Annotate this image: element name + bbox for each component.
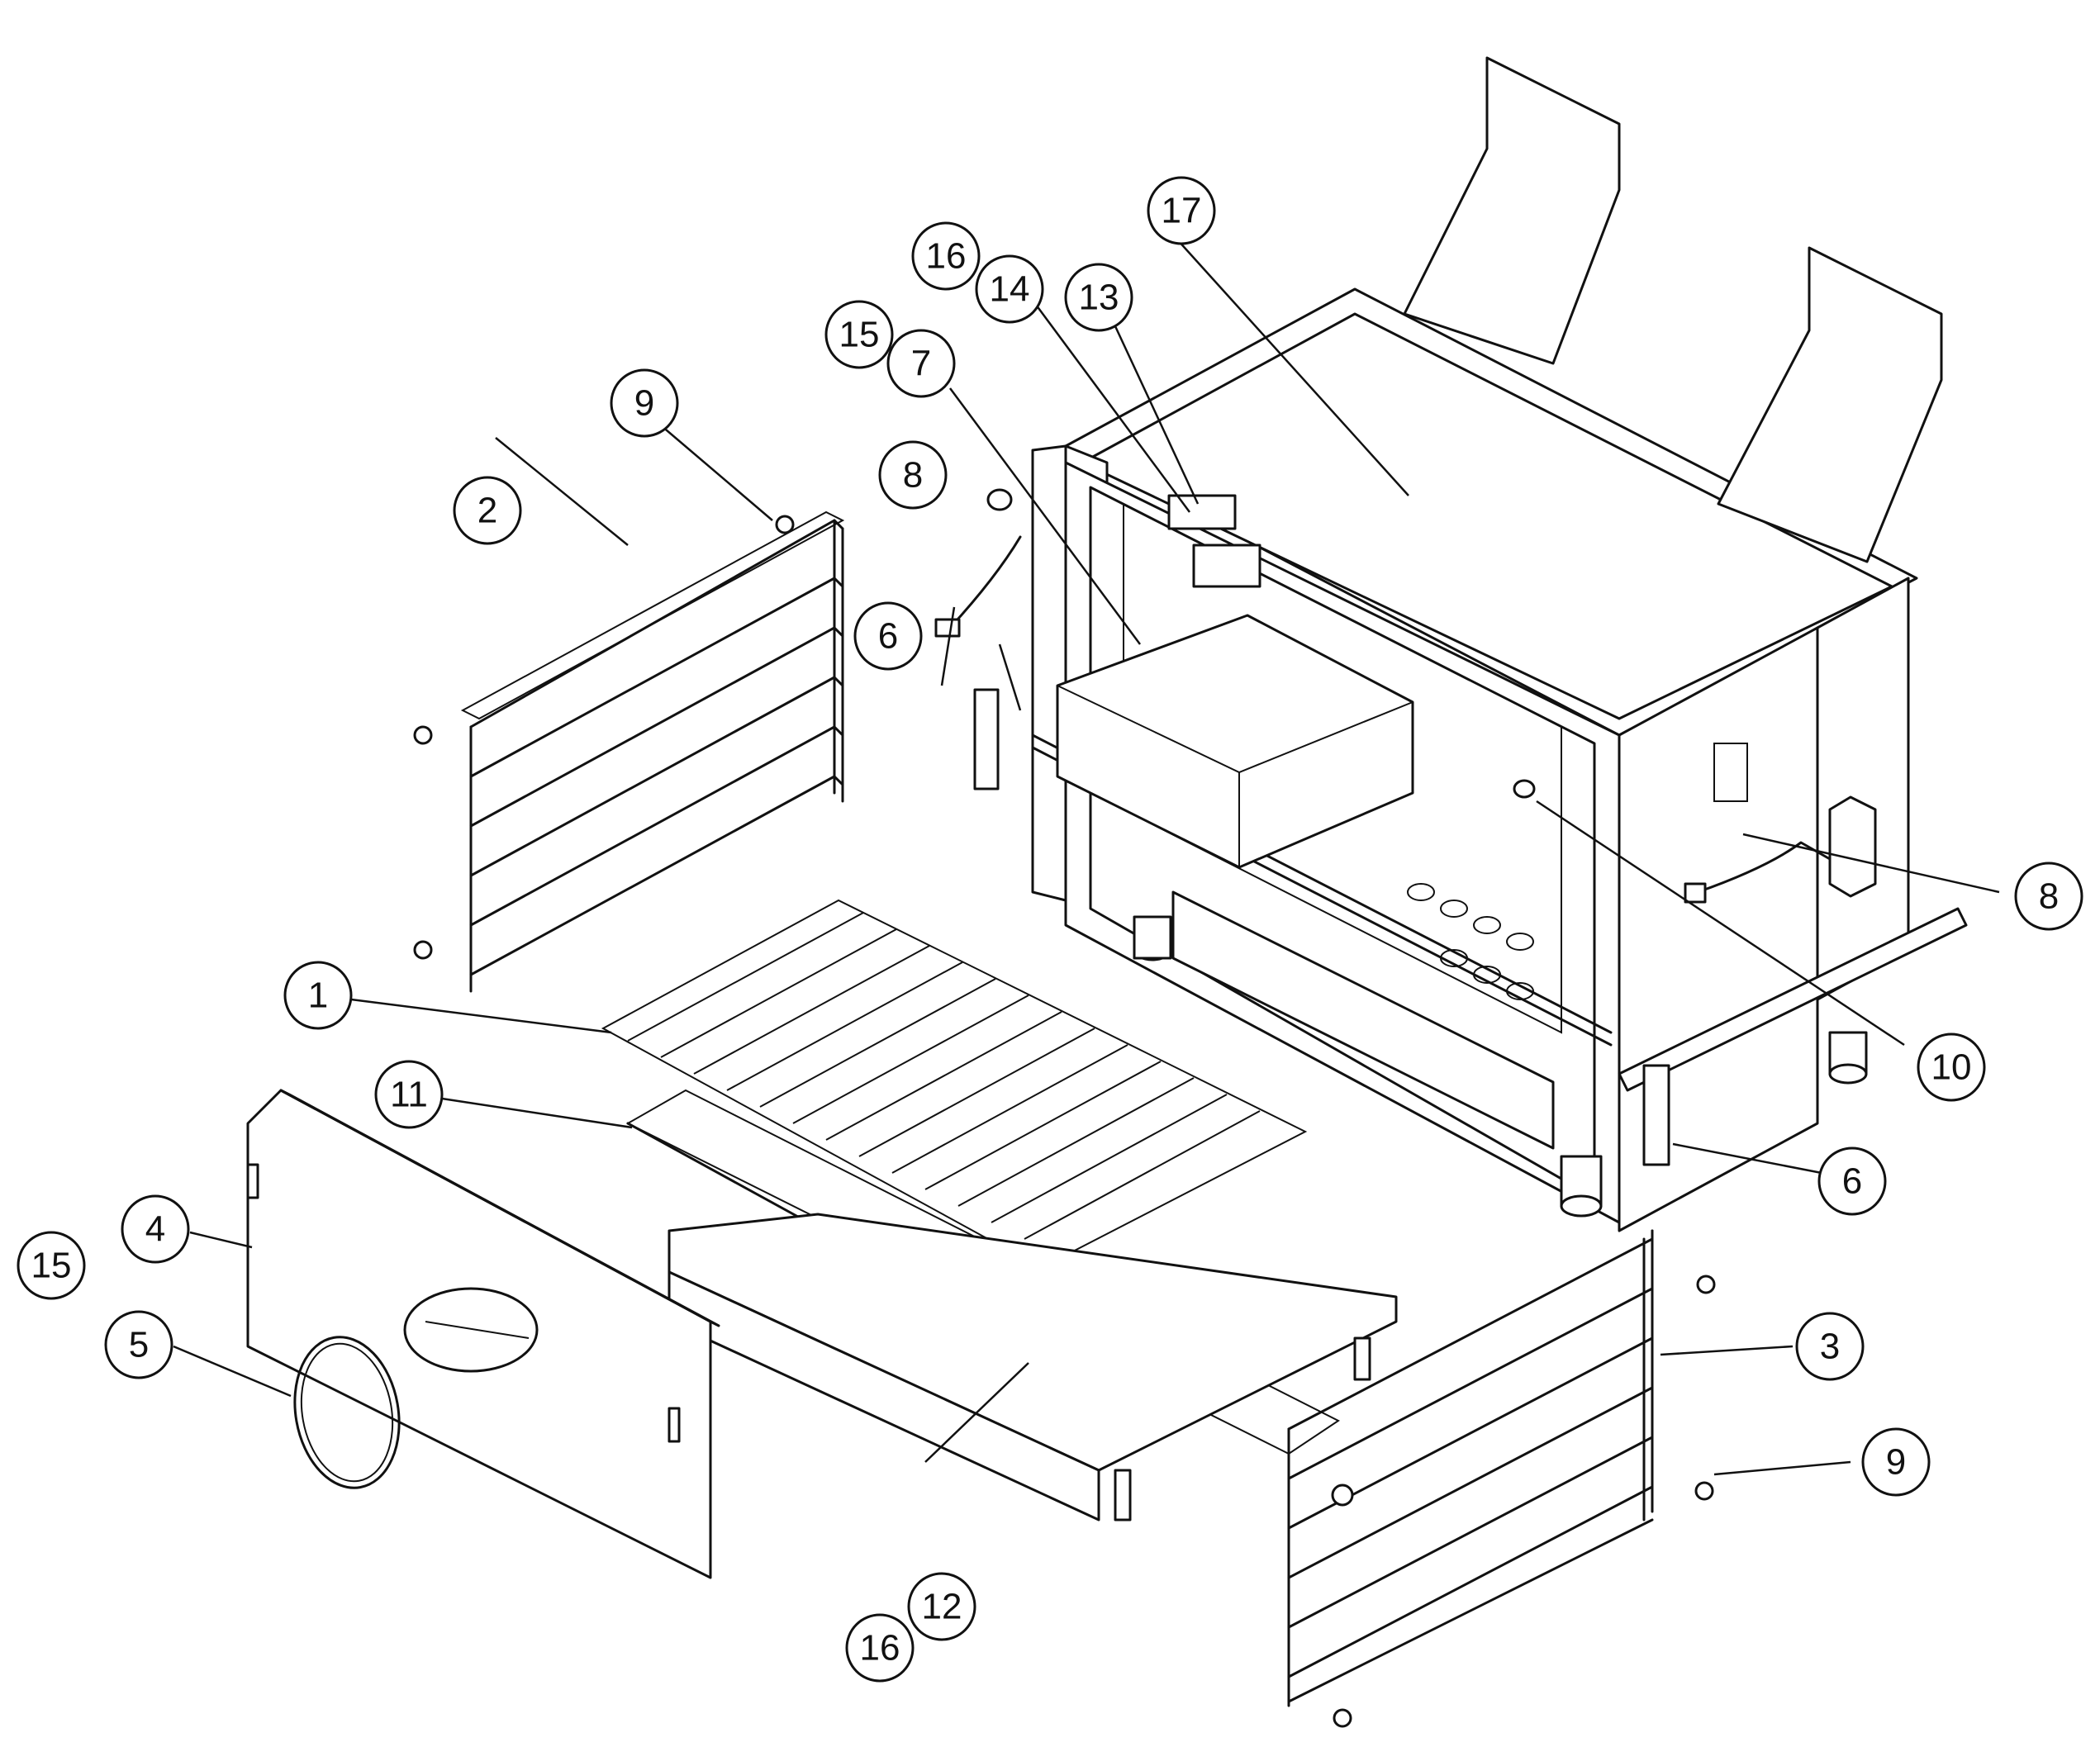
callout-8-right-label: 8: [2039, 876, 2059, 917]
callout-2-label: 2: [477, 491, 497, 531]
callout-1: 1: [283, 961, 353, 1030]
callout-3-label: 3: [1820, 1327, 1840, 1367]
callout-4: 4: [121, 1194, 190, 1264]
callout-16-bottom: 16: [845, 1613, 915, 1683]
callout-9-top-label: 9: [634, 383, 654, 424]
callout-14-label: 14: [990, 269, 1030, 310]
callout-11: 11: [374, 1060, 444, 1129]
callout-2: 2: [453, 476, 522, 545]
callout-11-label: 11: [390, 1075, 428, 1115]
callout-7-label: 7: [911, 344, 931, 384]
rack-support-right: [1287, 1229, 1716, 1728]
callout-10: 10: [1917, 1033, 1986, 1102]
leader-lines: [173, 239, 2000, 1476]
callout-6-right-label: 6: [1842, 1161, 1862, 1202]
callout-13-label: 13: [1079, 278, 1119, 318]
callout-16-top-label: 16: [926, 236, 967, 277]
callout-14: 14: [975, 254, 1044, 324]
callout-16-bottom-label: 16: [860, 1628, 900, 1669]
callout-15-top: 15: [824, 300, 894, 369]
oven-cabinet: [934, 56, 1968, 1232]
callout-8-left-label: 8: [903, 455, 923, 496]
oven-rack: [601, 899, 1308, 1270]
rack-support-left: [413, 510, 845, 993]
callout-6-left: 6: [853, 601, 923, 671]
callout-10-label: 10: [1931, 1047, 1972, 1088]
callout-5-label: 5: [129, 1325, 149, 1365]
window-gasket: [293, 1336, 401, 1489]
callout-7: 7: [886, 329, 956, 398]
callout-8-left: 8: [878, 440, 948, 510]
bottom-panel: [668, 1213, 1398, 1522]
callout-12-label: 12: [922, 1587, 962, 1627]
callout-8-right: 8: [2014, 862, 2083, 931]
callout-13: 13: [1064, 263, 1133, 332]
callout-15-front-label: 15: [31, 1246, 72, 1286]
callout-9-bottom-label: 9: [1886, 1442, 1906, 1483]
callout-9-top: 9: [610, 368, 679, 438]
callout-9-bottom: 9: [1861, 1427, 1931, 1497]
callout-1-label: 1: [308, 976, 328, 1016]
callout-4-label: 4: [145, 1209, 165, 1250]
callout-6-right: 6: [1817, 1146, 1887, 1216]
callout-6-left-label: 6: [878, 616, 898, 657]
callout-15-front: 15: [17, 1231, 86, 1300]
callout-3: 3: [1795, 1312, 1865, 1381]
flue-flaps: [1403, 56, 1943, 563]
callout-15-top-label: 15: [839, 315, 880, 355]
callout-17-label: 17: [1162, 191, 1202, 231]
callout-16-top: 16: [911, 221, 981, 291]
callout-5: 5: [104, 1310, 173, 1379]
callout-17: 17: [1147, 176, 1216, 245]
front-panel: [246, 1089, 720, 1579]
callouts: 1 2 3 4 15 5 6 6: [17, 176, 2083, 1683]
callout-12: 12: [907, 1572, 976, 1641]
